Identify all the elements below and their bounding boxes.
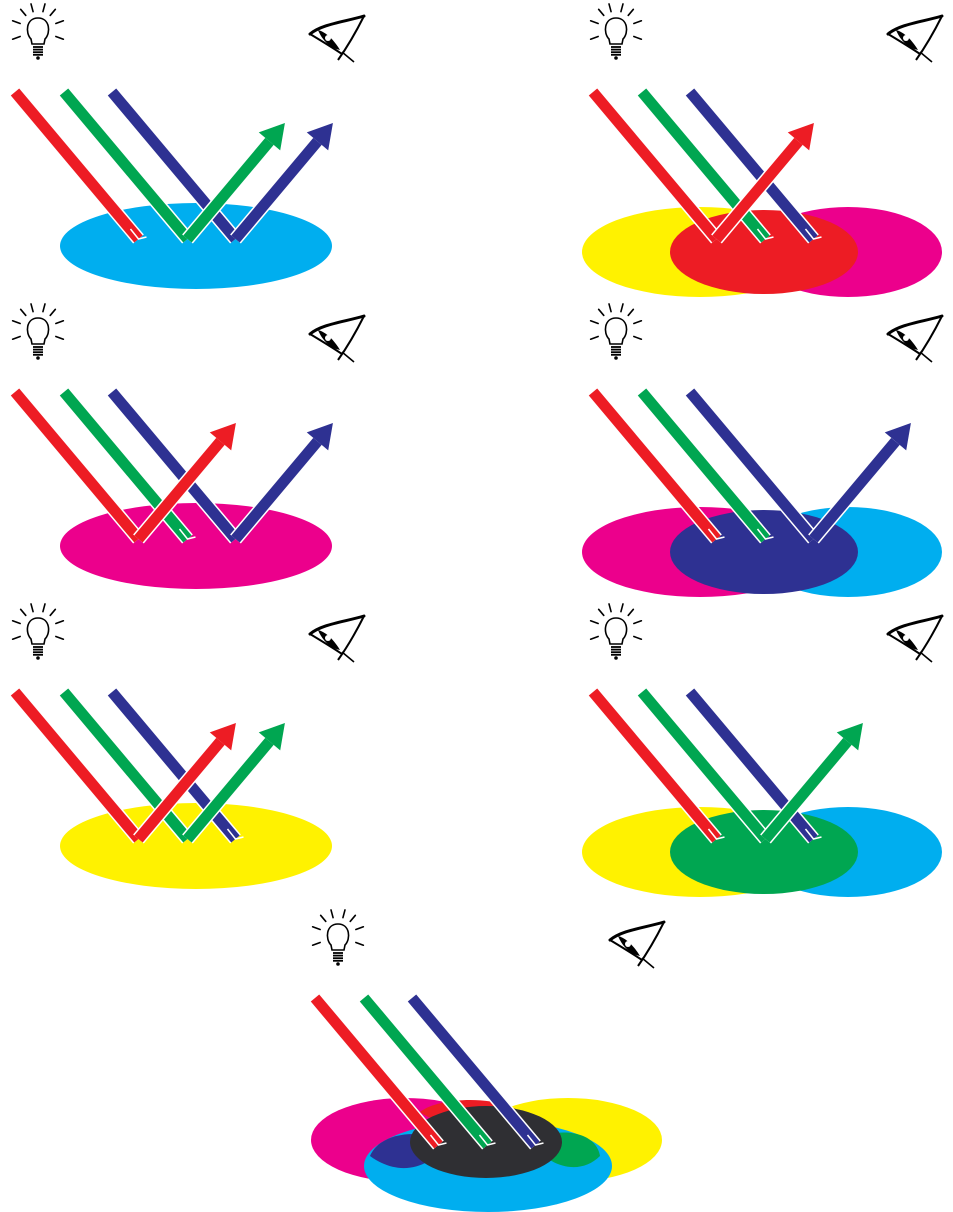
panel-yellow-magenta-inks bbox=[582, 4, 942, 297]
eye-icon bbox=[888, 16, 942, 62]
eye-icon bbox=[310, 16, 364, 62]
eye-icon bbox=[888, 316, 942, 362]
panel-yellow-ink bbox=[13, 604, 364, 889]
lightbulb-icon bbox=[13, 604, 64, 660]
lightbulb-icon bbox=[591, 304, 642, 360]
lightbulb-icon bbox=[313, 910, 364, 966]
panel-cyan-magenta-yellow-inks bbox=[311, 910, 664, 1212]
panel-yellow-cyan-inks bbox=[582, 604, 942, 897]
eye-icon bbox=[310, 316, 364, 362]
lightbulb-icon bbox=[591, 4, 642, 60]
panel-cyan-ink bbox=[13, 4, 364, 289]
lightbulb-icon bbox=[13, 4, 64, 60]
eye-icon bbox=[610, 922, 664, 968]
lightbulb-icon bbox=[13, 304, 64, 360]
eye-icon bbox=[888, 616, 942, 662]
lightbulb-icon bbox=[591, 604, 642, 660]
panel-magenta-ink bbox=[13, 304, 364, 589]
yellow-ink-layer bbox=[60, 803, 332, 889]
panel-magenta-cyan-inks bbox=[582, 304, 942, 597]
magenta-ink-layer bbox=[60, 503, 332, 589]
cyan-ink-layer bbox=[60, 203, 332, 289]
eye-icon bbox=[310, 616, 364, 662]
